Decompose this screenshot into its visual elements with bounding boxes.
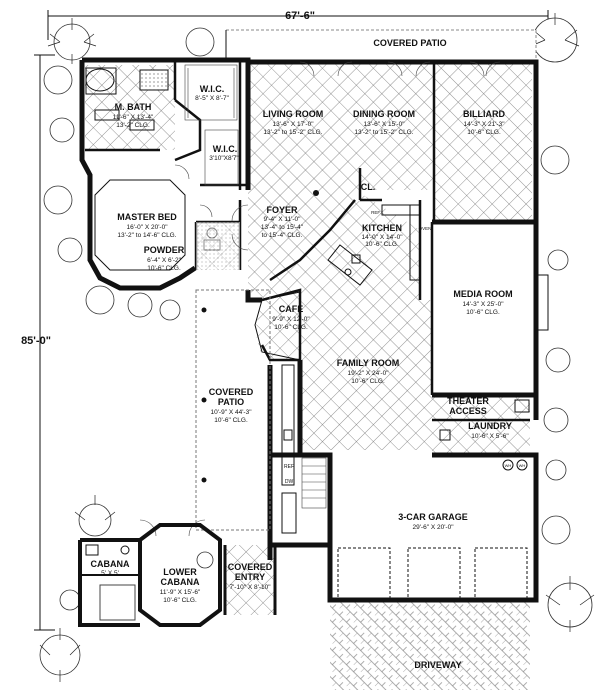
living-room-size: 13'-6" X 17'-0" xyxy=(272,121,314,128)
media-window xyxy=(537,274,549,331)
living-room-label: LIVING ROOM xyxy=(263,109,324,119)
m-bath-ceiling: 13'-2" CLG. xyxy=(116,122,150,129)
lower-cabana-walls xyxy=(78,523,222,627)
lower-cabana-ceiling: 10'-6" CLG. xyxy=(163,597,197,604)
cafe-label: CAFE xyxy=(279,304,304,314)
depth-dimension: 85'-0" xyxy=(21,335,51,347)
powder-ceiling: 10'-6" CLG. xyxy=(147,265,181,272)
dining-room-ceiling: 13'-2" to 15'-2" CLG. xyxy=(354,129,413,136)
lower-cabana-label: LOWER xyxy=(163,567,197,577)
cabana-size: 5' X 5' xyxy=(101,570,119,577)
covered-entry-label: COVERED xyxy=(228,562,273,572)
landscaping xyxy=(39,17,593,676)
covered-entry-walls xyxy=(223,545,277,615)
depth-dimension-line xyxy=(34,54,55,631)
theater-label-2: ACCESS xyxy=(449,406,487,416)
kitchen-counters xyxy=(327,204,421,286)
cafe-ceiling: 10'-6" CLG. xyxy=(274,324,308,331)
laundry-fixtures xyxy=(439,399,530,471)
cabana-fixtures xyxy=(85,544,130,556)
media-room-ceiling: 10'-6" CLG. xyxy=(466,309,500,316)
wic-1-size: 8'-5" X 8'-7" xyxy=(195,95,230,102)
powder-size: 6'-4" X 6'-2" xyxy=(147,257,182,264)
closet-shelving xyxy=(184,64,239,186)
covered-patio-mid-ceiling: 10'-6" CLG. xyxy=(214,417,248,424)
wic-2-size: 3'10"X8'7" xyxy=(209,155,239,162)
cabana-label: CABANA xyxy=(91,559,130,569)
lower-cabana-size: 11'-9" X 15'-6" xyxy=(160,589,201,596)
wh-label-2: WH xyxy=(519,463,526,468)
master-bed-size: 16'-0" X 20'-0" xyxy=(126,224,168,231)
covered-entry-size: 7'-10" X 8'-10" xyxy=(229,584,271,591)
billiard-ceiling: 10'-6" CLG. xyxy=(467,129,501,136)
ref-label: REF xyxy=(284,464,294,470)
media-room-label: MEDIA ROOM xyxy=(453,289,512,299)
master-bed-label: MASTER BED xyxy=(117,212,177,222)
laundry-label: LAUNDRY xyxy=(468,421,512,431)
garage-size: 29'-6" X 20'-0" xyxy=(412,524,454,531)
garage-doors xyxy=(337,547,528,599)
covered-patio-mid-label-2: PATIO xyxy=(218,397,244,407)
oven-label: OVEN xyxy=(419,226,432,231)
closet-label: CL. xyxy=(361,182,376,192)
foyer-label: FOYER xyxy=(266,205,298,215)
garage-steps xyxy=(301,457,327,509)
kitchen-ceiling: 10'-6" CLG. xyxy=(365,241,399,248)
theater-label: THEATER xyxy=(447,396,489,406)
covered-patio-mid-label: COVERED xyxy=(209,387,254,397)
wh-label-1: WH xyxy=(505,463,512,468)
cafe-size: 9'-9" X 12'-0" xyxy=(272,316,310,323)
driveway-pavers xyxy=(330,600,530,690)
foyer-ceiling-2: to 15'-4" CLG. xyxy=(262,232,303,239)
outdoor-kitchen xyxy=(281,364,297,534)
covered-patio-mid-size: 10'-9" X 44'-3" xyxy=(210,409,252,416)
cabana-stairs xyxy=(99,584,136,621)
dw-label: DW xyxy=(285,479,294,485)
powder-floor xyxy=(196,222,240,270)
foyer-ceiling-1: 13'-4" to 15'-4" xyxy=(261,224,304,231)
m-bath-label: M. BATH xyxy=(115,102,152,112)
powder-label: POWDER xyxy=(144,245,185,255)
lower-cabana-label-2: CABANA xyxy=(161,577,200,587)
columns xyxy=(201,190,332,582)
landscaping-fronds xyxy=(39,13,595,682)
kitchen-label: KITCHEN xyxy=(362,223,402,233)
garage-label: 3-CAR GARAGE xyxy=(398,512,468,522)
family-room-ceiling: 10'-6" CLG. xyxy=(351,378,385,385)
family-room-label: FAMILY ROOM xyxy=(337,358,400,368)
billiard-label: BILLIARD xyxy=(463,109,505,119)
billiard-size: 14'-3" X 21'-3" xyxy=(463,121,505,128)
covered-patio-mid-area xyxy=(195,289,271,531)
driveway-label: DRIVEWAY xyxy=(414,660,461,670)
bay-windows xyxy=(94,179,301,361)
covered-patio-top-area xyxy=(225,29,537,61)
family-room-size: 19'-2" X 24'-0" xyxy=(347,370,389,377)
m-bath-size: 11'-6" X 13'-4" xyxy=(113,114,154,121)
ref2-label: REF. xyxy=(371,210,381,215)
width-dimension: 67'-6" xyxy=(285,10,315,22)
dining-room-label: DINING ROOM xyxy=(353,109,415,119)
covered-patio-top-label: COVERED PATIO xyxy=(373,38,446,48)
laundry-size: 10'-6" X 5'-6" xyxy=(471,433,509,440)
dining-room-size: 13'-6" X 15'-0" xyxy=(363,121,405,128)
media-room-size: 14'-3" X 25'-0" xyxy=(462,301,504,308)
kitchen-size: 14'-0" X 14'-0" xyxy=(361,234,403,241)
living-room-ceiling: 13'-2" to 15'-2" CLG. xyxy=(263,129,322,136)
master-bed-ceiling: 13'-2" to 14'-6" CLG. xyxy=(117,232,176,239)
wic-2-label: W.I.C. xyxy=(213,144,238,154)
covered-entry-label-2: ENTRY xyxy=(235,572,265,582)
wic-1-label: W.I.C. xyxy=(200,84,225,94)
door-swings xyxy=(139,61,501,537)
foyer-size: 9'-4" X 11'-0" xyxy=(264,216,302,223)
